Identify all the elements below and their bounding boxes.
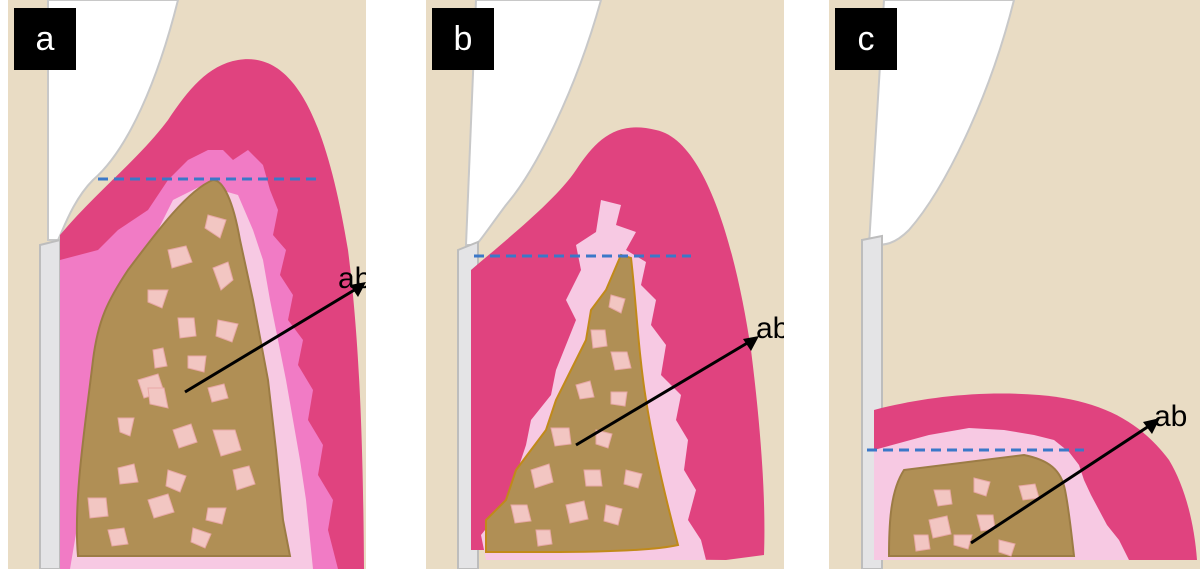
arrow-head (743, 336, 759, 351)
arrow-line (184, 287, 357, 394)
arrow-line (575, 340, 750, 447)
arrow-label: ab (338, 262, 366, 295)
panel-c-illustration (829, 0, 1200, 569)
arrow-head (1143, 418, 1160, 434)
arrow-label: ab (756, 312, 784, 345)
tooth-root (39, 238, 61, 569)
bone-particles (87, 214, 256, 549)
panel-label: c (835, 8, 897, 70)
arrow-head (350, 282, 366, 297)
bone-particles (913, 477, 1040, 557)
arrow-label: ab (1154, 400, 1188, 433)
bone-graft (75, 178, 292, 557)
panel-b: b ab (426, 0, 784, 569)
tooth-crown (47, 0, 180, 241)
panel-c: c ab (829, 0, 1200, 569)
panel-a: a ab (8, 0, 366, 569)
panel-label: a (14, 8, 76, 70)
panel-b-illustration (426, 0, 784, 569)
bone-particles (510, 294, 643, 547)
arrow-line (970, 424, 1150, 545)
tooth-crown (464, 0, 603, 246)
panel-a-illustration (8, 0, 366, 569)
panel-label: b (432, 8, 494, 70)
